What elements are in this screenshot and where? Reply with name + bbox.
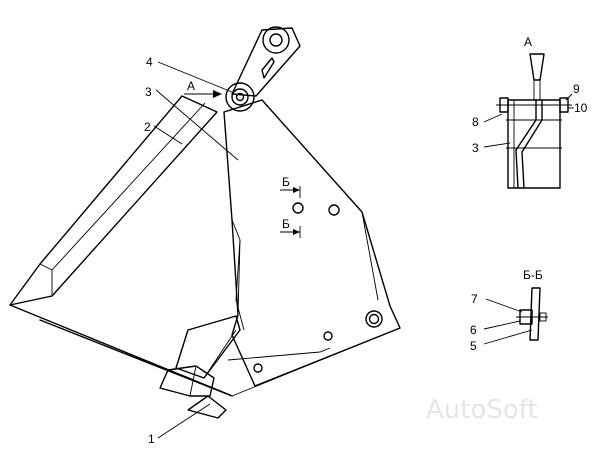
plate-hole [328, 204, 340, 216]
svg-text:4: 4 [146, 55, 153, 69]
callout-2: 2 [144, 120, 183, 145]
view-a-body [507, 99, 561, 189]
callout-7: 7 [471, 292, 478, 306]
section-marker-b-lower: Б [280, 217, 301, 238]
plate-boss [365, 310, 383, 328]
plate-hole [292, 202, 304, 214]
callout-8: 8 [472, 115, 479, 129]
svg-text:1: 1 [148, 432, 155, 446]
main-assembly-view: Б Б А 4 3 2 1 [9, 26, 401, 446]
callout-4: 4 [146, 55, 233, 93]
view-a-detail: А 8 3 9 10 [472, 35, 588, 189]
callout-6: 6 [470, 323, 477, 337]
section-bb-plate [529, 287, 541, 341]
upper-lug [231, 26, 301, 97]
section-letter-b-lower: Б [282, 217, 290, 231]
section-bb-detail: Б-Б 7 6 5 [470, 268, 548, 353]
view-a-title: А [524, 35, 532, 49]
watermark: AutoSoft [426, 395, 538, 425]
section-marker-b-upper: Б [280, 175, 301, 198]
plate-hole [253, 363, 263, 373]
callout-10: 10 [574, 101, 588, 115]
ripper-tooth [159, 315, 241, 419]
callout-3: 3 [145, 85, 239, 161]
view-letter-a: А [187, 79, 195, 93]
view-arrow-a: А [184, 79, 222, 98]
callout-3-view-a: 3 [472, 141, 479, 155]
section-bb-title: Б-Б [523, 268, 543, 282]
callout-9: 9 [573, 82, 580, 96]
boom-beam [9, 95, 218, 306]
lug-rib [261, 57, 275, 79]
callout-5: 5 [470, 339, 477, 353]
svg-text:3: 3 [145, 85, 152, 99]
svg-text:2: 2 [144, 120, 151, 134]
hinge-eye [262, 26, 290, 54]
plate-hole [323, 331, 333, 341]
bucket-bottom [9, 304, 401, 397]
side-plate [223, 99, 401, 387]
hinge-pin [225, 82, 255, 112]
section-letter-b-upper: Б [282, 175, 290, 189]
callout-1: 1 [148, 403, 211, 446]
